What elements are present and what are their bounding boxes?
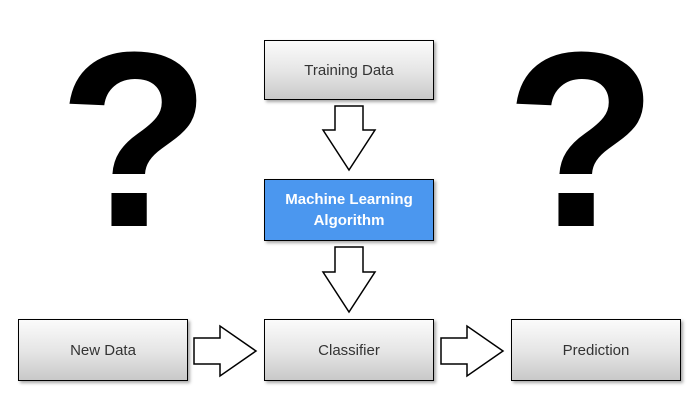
down-arrow-icon [321,105,377,172]
training-data-label: Training Data [304,61,394,79]
algorithm-box: Machine Learning Algorithm [264,179,434,241]
prediction-box: Prediction [511,319,681,381]
training-data-box: Training Data [264,40,434,100]
algorithm-label: Machine Learning Algorithm [285,191,413,229]
down-arrow-icon [321,246,377,314]
question-mark-left: ? [58,0,211,279]
prediction-label: Prediction [562,341,630,359]
classifier-label: Classifier [318,341,380,359]
new-data-label: New Data [70,341,136,359]
new-data-box: New Data [18,319,188,381]
question-mark-right: ? [505,0,658,279]
right-arrow-icon [193,324,258,378]
right-arrow-icon [440,324,505,378]
classifier-box: Classifier [264,319,434,381]
